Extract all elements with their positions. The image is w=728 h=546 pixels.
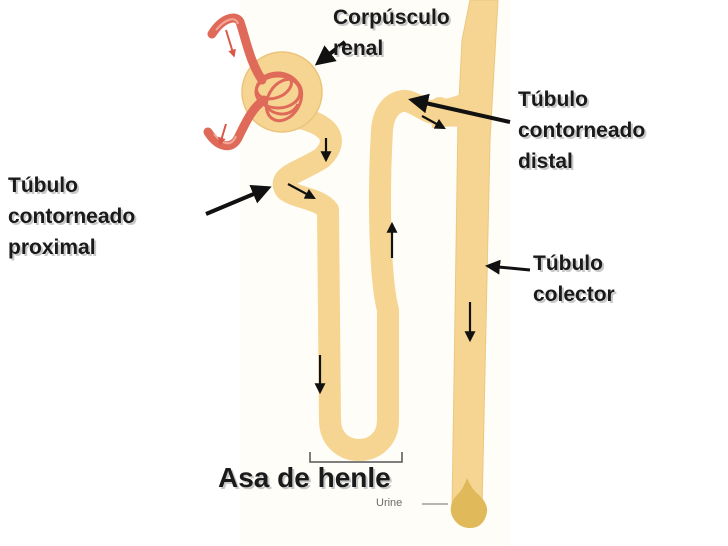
flow-arrow-distal <box>421 115 446 130</box>
vessel-stripe-a <box>215 18 239 31</box>
label-proximal-line1: Túbulo <box>8 174 78 197</box>
flow-arrow-proximal-start <box>287 183 316 200</box>
glomerulus <box>254 71 304 123</box>
vessel-stripe-b <box>213 133 237 145</box>
label-tubulo-distal: Túbulo contorneado distal <box>518 84 645 177</box>
label-proximal-line3: proximal <box>8 236 96 259</box>
label-tubulo-colector: Túbulo colector <box>533 248 615 310</box>
pointer-colector <box>485 259 531 275</box>
label-urine: Urine <box>376 497 403 509</box>
label-corpusculo-line2: renal <box>333 37 384 60</box>
label-asa-de-henle: Asa de henle <box>218 462 391 494</box>
label-distal-line1: Túbulo <box>518 88 588 111</box>
label-henle-text: Asa de henle <box>218 462 391 493</box>
nephron-tubule <box>272 90 451 461</box>
label-tubulo-proximal: Túbulo contorneado proximal <box>8 170 135 263</box>
label-corpusculo-renal: Corpúsculo renal <box>333 2 450 64</box>
vessel-flow-arrow-out <box>218 123 227 146</box>
label-distal-line2: contorneado <box>518 119 646 142</box>
urine-drop <box>450 478 488 528</box>
pointer-corpusculo <box>314 40 347 66</box>
label-colector-line2: colector <box>533 283 615 306</box>
flow-arrows <box>287 115 476 395</box>
label-proximal-line2: contorneado <box>8 205 136 228</box>
henle-bracket <box>309 452 403 463</box>
label-distal-line3: distal <box>518 150 573 173</box>
efferent-arteriole <box>203 95 269 151</box>
label-corpusculo-line1: Corpúsculo <box>333 6 450 29</box>
pointer-proximal <box>205 184 272 216</box>
label-colector-line1: Túbulo <box>533 252 603 275</box>
pointer-distal <box>408 93 511 124</box>
vessel-flow-arrow-in <box>225 29 236 58</box>
